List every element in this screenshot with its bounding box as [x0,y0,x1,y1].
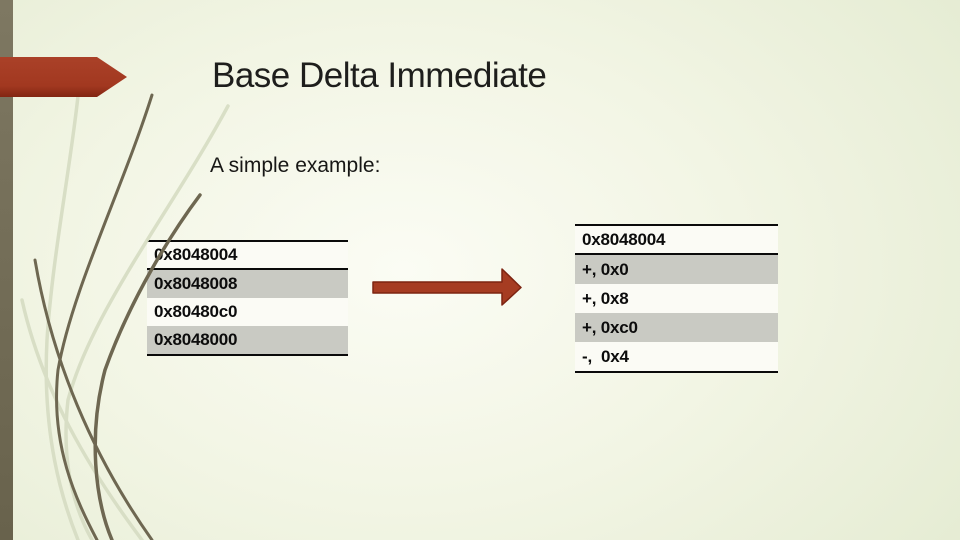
table-row: -, 0x4 [575,342,778,371]
table-cell: 0x8048000 [154,330,238,349]
address-table-before: 0x8048004 0x8048008 0x80480c0 0x8048000 [147,240,348,356]
slide-subtitle: A simple example: [210,154,381,177]
table-cell: 0x8048008 [154,274,238,293]
table-row: +, 0xc0 [575,313,778,342]
table-row: 0x8048004 [575,226,778,255]
table-cell: 0x8048004 [154,245,238,264]
table-cell: +, 0x8 [582,288,629,308]
encoded-table-after: 0x8048004 +, 0x0 +, 0x8 +, 0xc0 -, 0x4 [575,224,778,373]
table-row: 0x8048000 [147,326,348,354]
slide-accent-arrow-icon [0,57,127,97]
table-cell: 0x80480c0 [154,302,238,321]
side-stripe [0,0,13,540]
slide-title: Base Delta Immediate [212,56,547,95]
table-cell: -, 0x4 [582,346,629,366]
table-cell: +, 0xc0 [582,317,638,337]
table-cell: 0x8048004 [582,229,666,249]
table-row: 0x8048004 [147,242,348,270]
table-row: 0x8048008 [147,270,348,298]
table-row: +, 0x8 [575,284,778,313]
table-row: 0x80480c0 [147,298,348,326]
table-row: +, 0x0 [575,255,778,284]
table-cell: +, 0x0 [582,259,629,279]
